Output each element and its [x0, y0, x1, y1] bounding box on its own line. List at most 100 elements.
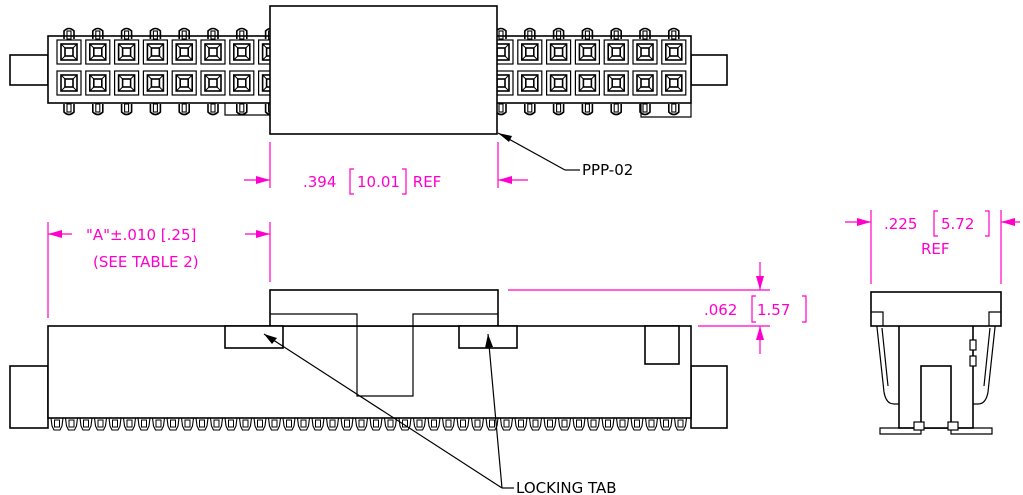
- front-cover-inner: [270, 313, 498, 397]
- front-cover-mask: [358, 327, 412, 395]
- contact-tooth: [166, 417, 180, 431]
- front-right-end-tab: [690, 365, 728, 429]
- side-foot-left: [879, 427, 922, 435]
- contact-cell: [516, 39, 543, 65]
- contact-tooth: [427, 417, 441, 431]
- contact-tooth: [79, 417, 93, 431]
- top-left-latch: [224, 103, 270, 116]
- top-view: [9, 5, 728, 135]
- contact-tooth: [441, 417, 456, 431]
- contact-tooth: [557, 417, 572, 431]
- pin: [523, 103, 536, 116]
- contact-tooth: [514, 417, 528, 431]
- pin: [667, 103, 680, 116]
- contact-cell: [229, 70, 255, 96]
- contact-cell: [229, 39, 255, 65]
- contact-tooth: [586, 417, 601, 431]
- cover-width-dimension: .394 10.01 REF: [244, 142, 528, 195]
- side-width-mm: 5.72: [941, 215, 974, 233]
- contact-tooth: [209, 417, 224, 431]
- ppp-02-callout: PPP-02: [497, 132, 633, 179]
- contact-tooth: [64, 417, 79, 431]
- side-inner-slot: [920, 365, 952, 429]
- contact-cell: [574, 70, 601, 96]
- locking-tab-callout: LOCKING TAB: [263, 333, 617, 495]
- contact-tooth: [499, 417, 514, 431]
- top-left-end-tab: [9, 54, 49, 86]
- contact-cell: [56, 39, 82, 65]
- contact-tooth: [615, 417, 630, 431]
- contact-tooth: [456, 417, 470, 431]
- contact-tooth: [412, 417, 427, 431]
- contact-cell: [171, 39, 197, 65]
- pin: [178, 103, 190, 116]
- contact-tooth: [180, 417, 195, 431]
- contact-tooth: [659, 417, 673, 431]
- length-a-line2: (SEE TABLE 2): [93, 253, 199, 271]
- contact-tooth: [369, 417, 383, 431]
- contact-cell: [516, 70, 543, 96]
- contact-cell: [632, 39, 658, 65]
- contact-cell: [660, 70, 687, 96]
- contact-tooth: [383, 417, 398, 431]
- side-width-ref: REF: [921, 240, 950, 258]
- pin: [581, 103, 594, 116]
- contact-cell: [85, 39, 111, 65]
- pin: [92, 103, 104, 116]
- contact-tooth: [673, 417, 688, 431]
- contact-cell: [660, 39, 687, 65]
- contact-cell: [603, 39, 630, 65]
- pin: [149, 103, 162, 116]
- contact-cell: [632, 70, 658, 96]
- contact-tooth: [122, 417, 137, 431]
- front-left-end-tab: [9, 365, 49, 429]
- pin: [610, 103, 623, 116]
- contact-cell: [113, 39, 140, 65]
- contact-tooth: [354, 417, 369, 431]
- contact-tooth: [108, 417, 122, 431]
- side-view: [870, 291, 1002, 435]
- contact-tooth: [470, 417, 485, 431]
- side-leg-left: [875, 317, 900, 405]
- top-right-end-tab: [690, 54, 728, 86]
- contact-cell: [85, 70, 111, 96]
- contact-cell: [142, 39, 169, 65]
- pin: [552, 103, 565, 116]
- locking-tab-label: LOCKING TAB: [516, 479, 617, 495]
- contact-tooth: [195, 417, 209, 431]
- front-latch-block: [644, 325, 680, 365]
- height-mm: 1.57: [757, 301, 790, 319]
- contact-tooth: [50, 417, 64, 431]
- length-a-line1: "A"±.010 [.25]: [86, 226, 196, 244]
- contact-cell: [603, 70, 630, 96]
- contact-tooth: [325, 417, 340, 431]
- contact-cell: [113, 70, 140, 96]
- front-cover: [269, 289, 499, 327]
- contact-tooth: [238, 417, 253, 431]
- side-foot-right: [950, 427, 993, 435]
- contact-tooth: [528, 417, 543, 431]
- height-dimension: .062 1.57: [508, 262, 807, 354]
- contact-tooth: [253, 417, 267, 431]
- contact-tooth: [137, 417, 151, 431]
- contact-tooth: [93, 417, 108, 431]
- side-top-cap: [870, 291, 1002, 327]
- pin: [236, 103, 248, 116]
- contact-tooth: [630, 417, 644, 431]
- contact-cell: [200, 39, 226, 65]
- pin: [207, 103, 219, 116]
- contact-cell: [545, 70, 572, 96]
- cover-width-ref: REF: [408, 173, 441, 191]
- locking-tab-left: [224, 325, 284, 349]
- ppp-02-label: PPP-02: [582, 161, 633, 179]
- length-a-dimension: "A"±.010 [.25] (SEE TABLE 2): [47, 222, 271, 318]
- top-right-latch: [640, 103, 692, 118]
- pin: [120, 103, 133, 116]
- front-contact-teeth: [50, 417, 688, 431]
- contact-tooth: [296, 417, 311, 431]
- side-width-dimension: .225 5.72 REF: [845, 210, 1020, 284]
- contact-tooth: [311, 417, 325, 431]
- contact-tooth: [601, 417, 615, 431]
- height-inch: .062: [704, 301, 737, 319]
